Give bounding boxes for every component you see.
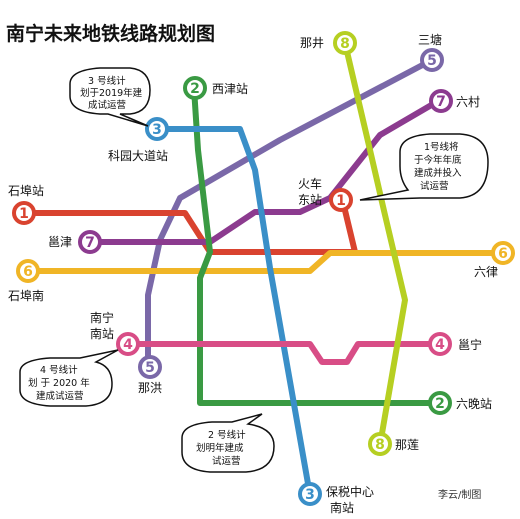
line-4 [125,341,443,365]
callout-line-1 [359,133,489,201]
station-nanning-2: 南站 [90,326,114,341]
svg-text:6: 6 [23,264,33,280]
callout-line-1-text-3: 建成并投入 [414,167,462,179]
station-liuwan: 六晚站 [456,397,492,411]
badge-line-8-najing: 8 [333,31,357,55]
badge-line-4-nanning: 4 [116,332,140,356]
svg-text:5: 5 [427,53,437,69]
callout-line-2-text-2: 划明年建成 [196,442,244,454]
badge-line-1-huoche: 1 [329,188,353,212]
callout-line-3 [69,67,151,127]
station-yongjin: 邕津 [48,235,72,249]
callout-line-2-text-3: 试运营 [212,455,241,467]
callout-line-1-text-4: 试运营 [420,180,449,192]
badge-line-7-liucun: 7 [429,89,453,113]
callout-line-3-text-3: 成试运营 [88,99,126,111]
svg-text:1: 1 [336,193,346,209]
svg-text:7: 7 [85,235,95,251]
station-yongning: 邕宁 [458,337,482,352]
credit: 李云/制图 [438,488,481,501]
lines [19,40,507,498]
station-labels: 石埠站 邕津 石埠南 西津站 科园大道站 火车 东站 那井 三塘 六村 六律 南… [8,32,498,515]
station-baoshui-2: 南站 [330,500,354,515]
svg-text:1: 1 [19,206,29,222]
badge-line-8-nalian: 8 [368,432,392,456]
line-6 [23,250,507,274]
station-najing: 那井 [300,36,324,50]
station-nalian: 那莲 [395,438,419,452]
station-santang: 三塘 [418,32,442,47]
callouts [19,67,489,473]
badge-line-3-keyuan: 3 [145,117,169,141]
callout-line-4-text-2: 划 于 2020 年 [28,377,90,389]
station-shibunan: 石埠南 [8,288,44,303]
svg-text:2: 2 [190,81,200,97]
callout-line-3-text-2: 划于2019年建 [80,87,143,99]
svg-text:5: 5 [145,360,155,376]
badge-line-2-liuwan: 2 [428,391,452,415]
station-huoche-1: 火车 [298,176,322,191]
badge-line-4-yongning: 4 [428,332,452,356]
station-huoche-2: 东站 [298,193,322,207]
badge-line-5-santang: 5 [420,48,444,72]
map-title: 南宁未来地铁线路规划图 [6,22,215,45]
line-8 [342,40,408,448]
line-5 [145,57,435,368]
station-liucun: 六村 [456,95,480,109]
svg-text:8: 8 [340,36,350,52]
badge-line-2-xijin: 2 [183,76,207,100]
badge-line-7-yongjin: 7 [78,230,102,254]
badge-line-6-shibunan: 6 [16,259,40,283]
station-xijin: 西津站 [212,82,248,96]
svg-text:4: 4 [435,337,445,353]
callout-line-3-text-1: 3 号线计 [88,75,126,87]
station-keyuan: 科园大道站 [108,149,168,163]
station-liujin: 六律 [474,265,498,279]
station-shibu: 石埠站 [8,184,44,198]
badge-line-3-baoshui: 3 [298,482,322,506]
station-baoshui-1: 保税中心 [326,484,374,499]
callout-line-2 [181,413,275,473]
badge-line-1-west: 1 [12,201,36,225]
svg-text:4: 4 [123,337,133,353]
callout-texts: 3 号线计 划于2019年建 成试运营 1号线将 于今年年底 建成并投入 试运营… [28,75,462,467]
station-nanning-1: 南宁 [90,310,114,325]
callout-line-1-text-1: 1号线将 [424,141,459,153]
svg-text:3: 3 [305,487,315,503]
svg-text:3: 3 [152,122,162,138]
svg-text:6: 6 [498,246,508,262]
svg-text:8: 8 [375,437,385,453]
callout-line-4-text-3: 建成试运营 [36,390,84,402]
callout-line-2-text-1: 2 号线计 [208,429,246,441]
station-nahong: 那洪 [138,381,162,395]
badge-line-6-liujin: 6 [491,241,515,265]
svg-text:2: 2 [435,396,445,412]
callout-line-1-text-2: 于今年年底 [414,154,462,166]
badges: 1 1 2 2 3 3 4 4 5 5 6 6 7 7 8 [12,31,515,506]
badge-line-5-nahong: 5 [138,355,162,379]
callout-line-4-text-1: 4 号线计 [40,364,78,376]
svg-text:7: 7 [436,94,446,110]
callout-line-4 [19,349,119,407]
line-2 [191,85,443,406]
